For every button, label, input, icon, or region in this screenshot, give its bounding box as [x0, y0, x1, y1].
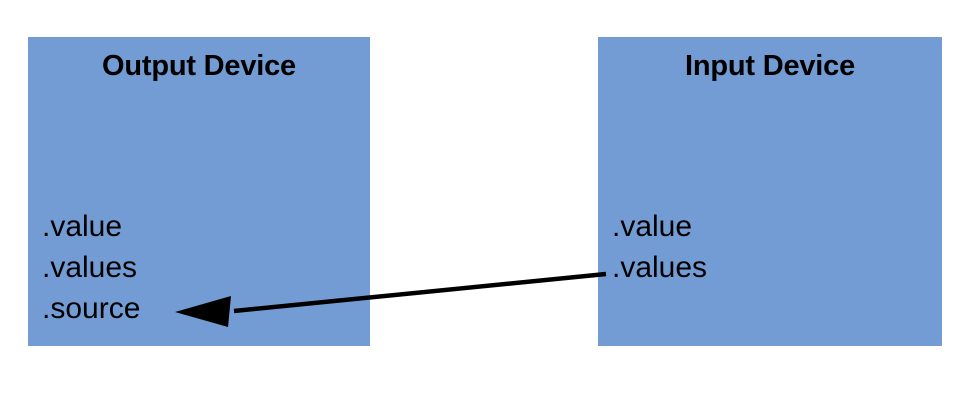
property-item: .values	[42, 251, 138, 284]
node-input-device-property-list: .value .values	[612, 206, 707, 288]
property-item: .value	[612, 210, 693, 243]
node-input-device[interactable]: Input Device .value .values	[598, 37, 942, 346]
node-output-device[interactable]: Output Device .value .values .source	[28, 37, 370, 346]
property-item: .source	[42, 292, 141, 325]
property-item: .values	[612, 251, 708, 284]
node-output-device-property-list: .value .values .source	[42, 206, 140, 329]
property-item: .value	[42, 210, 123, 243]
node-output-device-title: Output Device	[102, 50, 296, 82]
node-input-device-title: Input Device	[684, 50, 856, 82]
